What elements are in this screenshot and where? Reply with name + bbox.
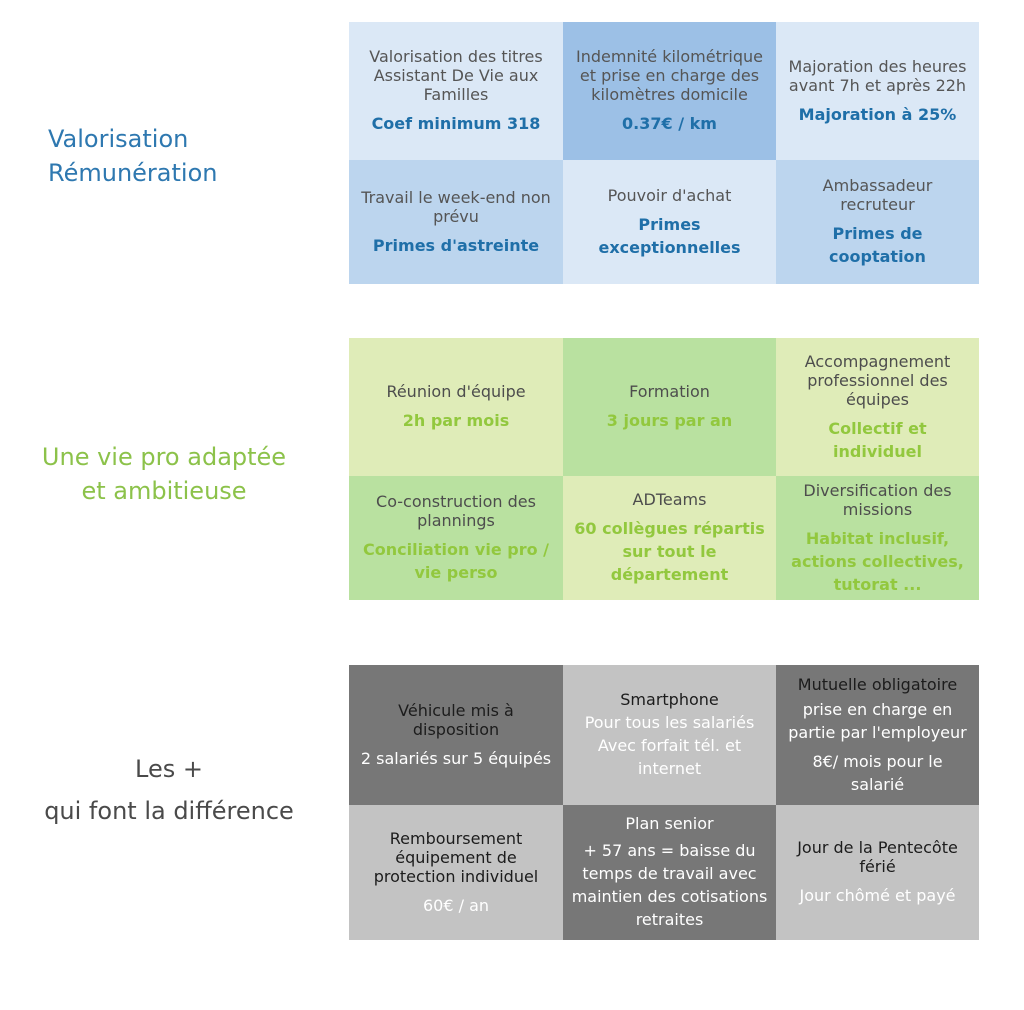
plus-title-line2: qui font la différence [44, 797, 294, 825]
benefit-label: Ambassadeur recruteur [822, 176, 933, 214]
benefit-value: + 57 ans = baisse du temps de travail av… [571, 841, 768, 929]
benefit-cell: Pouvoir d'achat Primes exceptionnelles [563, 160, 776, 284]
benefit-label: Plan senior [625, 814, 714, 833]
benefit-value: Majoration à 25% [798, 104, 957, 124]
benefit-value: Pour tous les salariés Avec forfait tél.… [584, 713, 755, 778]
benefit-label: Remboursement équipement de protection i… [373, 828, 539, 886]
benefit-label: ADTeams [632, 490, 707, 509]
benefit-value-secondary: 8€/ mois pour le salarié [812, 751, 943, 794]
benefit-cell: Indemnité kilométrique et prise en charg… [563, 22, 776, 160]
remuneration-grid: Valorisation des titres Assistant De Vie… [349, 22, 979, 284]
benefit-cell: Réunion d'équipe 2h par mois [349, 338, 563, 476]
benefit-cell: Majoration des heures avant 7h et après … [776, 22, 979, 160]
vie-pro-title-line1: Une vie pro adaptée [41, 443, 287, 471]
vie-pro-grid: Réunion d'équipe 2h par mois Formation 3… [349, 338, 979, 600]
benefit-label: Valorisation des titres Assistant De Vie… [369, 47, 543, 104]
benefit-label: Pouvoir d'achat [607, 185, 732, 205]
benefit-label: Réunion d'équipe [386, 382, 526, 401]
benefit-label: Smartphone [620, 690, 719, 709]
remuneration-title-line1: Valorisation [48, 125, 189, 153]
benefit-cell: Smartphone Pour tous les salariés Avec f… [563, 665, 776, 805]
benefit-label: Indemnité kilométrique et prise en charg… [575, 47, 764, 104]
vie-pro-title: Une vie pro adaptée et ambitieuse [14, 440, 314, 508]
benefit-cell: Accompagnement professionnel des équipes… [776, 338, 979, 476]
benefit-cell: Plan senior + 57 ans = baisse du temps d… [563, 805, 776, 940]
benefit-cell: Travail le week-end non prévu Primes d'a… [349, 160, 563, 284]
benefit-value: prise en charge en partie par l'employeu… [788, 699, 967, 742]
benefit-cell: Co-construction des plannings Conciliati… [349, 476, 563, 600]
benefit-label: Travail le week-end non prévu [361, 187, 551, 226]
benefit-cell: Véhicule mis à disposition 2 salariés su… [349, 665, 563, 805]
benefit-cell: Diversification des missions Habitat inc… [776, 476, 979, 600]
benefit-cell: Remboursement équipement de protection i… [349, 805, 563, 940]
benefit-value: 0.37€ / km [622, 114, 717, 133]
benefit-value: Conciliation vie pro / vie perso [362, 540, 550, 582]
benefit-label: Co-construction des plannings [376, 492, 536, 530]
benefit-value: Collectif et individuel [828, 418, 927, 461]
benefit-label: Diversification des missions [803, 480, 952, 519]
benefit-value: Jour chômé et payé [799, 886, 956, 905]
benefit-cell: ADTeams 60 collègues répartis sur tout l… [563, 476, 776, 600]
plus-title-line1: Les + [135, 755, 203, 783]
benefit-value: Primes d'astreinte [372, 235, 540, 255]
benefit-cell: Formation 3 jours par an [563, 338, 776, 476]
benefit-label: Formation [629, 382, 710, 401]
benefit-value: Habitat inclusif, actions collectives, t… [791, 528, 964, 594]
benefit-value: 60 collègues répartis sur tout le départ… [574, 519, 765, 584]
plus-title: Les + qui font la différence [14, 748, 324, 832]
remuneration-title-line2: Rémunération [48, 159, 218, 187]
plus-grid: Véhicule mis à disposition 2 salariés su… [349, 665, 979, 940]
benefit-label: Jour de la Pentecôte férié [797, 838, 958, 876]
benefit-value: Primes de cooptation [829, 224, 926, 266]
benefit-cell: Valorisation des titres Assistant De Vie… [349, 22, 563, 160]
benefit-label: Accompagnement professionnel des équipes [804, 351, 951, 409]
benefit-cell: Ambassadeur recruteur Primes de cooptati… [776, 160, 979, 284]
benefit-label: Mutuelle obligatoire [797, 674, 958, 694]
benefit-label: Majoration des heures avant 7h et après … [788, 56, 967, 95]
benefit-value: Coef minimum 318 [371, 114, 541, 133]
benefit-value: 60€ / an [422, 895, 490, 915]
benefit-value: Primes exceptionnelles [598, 214, 741, 257]
benefit-cell: Mutuelle obligatoire prise en charge en … [776, 665, 979, 805]
benefit-value: 2h par mois [402, 411, 510, 430]
remuneration-title: Valorisation Rémunération [48, 122, 217, 190]
benefit-value: 3 jours par an [606, 411, 733, 430]
benefit-value: 2 salariés sur 5 équipés [360, 748, 552, 768]
benefit-cell: Jour de la Pentecôte férié Jour chômé et… [776, 805, 979, 940]
benefit-label: Véhicule mis à disposition [398, 700, 514, 739]
vie-pro-title-line2: et ambitieuse [81, 477, 247, 505]
